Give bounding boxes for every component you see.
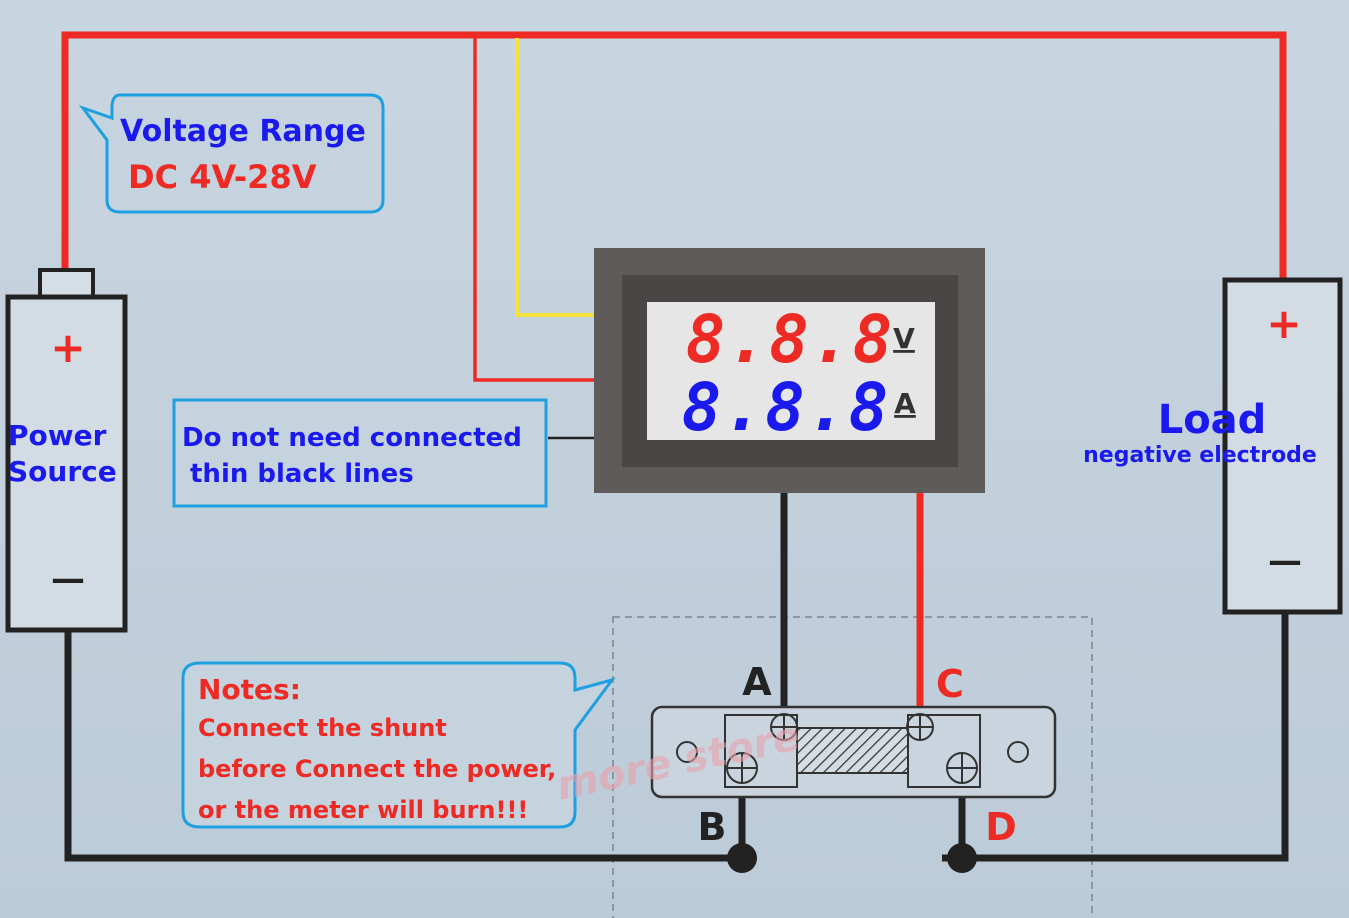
junction-b: [727, 843, 757, 873]
notes-line-2: before Connect the power,: [198, 755, 556, 783]
wire-negative-source: [64, 630, 742, 862]
current-display: 8.8.8: [682, 369, 891, 446]
terminal-a-label: A: [742, 660, 772, 704]
voltage-display: 8.8.8: [686, 301, 895, 378]
load-label: Load: [1158, 397, 1267, 443]
terminal-c-label: C: [936, 662, 964, 706]
notes-callout: Notes: Connect the shunt before Connect …: [181, 661, 616, 829]
load-sublabel: negative electrode: [1083, 443, 1317, 468]
terminal-d-label: D: [985, 805, 1017, 849]
current-unit: A: [894, 387, 916, 420]
wire-negative-load: [942, 612, 1289, 862]
power-source-plus: +: [50, 323, 85, 372]
junction-d: [947, 843, 977, 873]
notes-title: Notes:: [198, 673, 301, 706]
load-plus: +: [1266, 299, 1301, 348]
voltage-range-callout: Voltage Range DC 4V-28V: [78, 93, 385, 214]
wire-thin-red: [473, 35, 594, 382]
load-block: + — Load negative electrode: [1083, 277, 1343, 615]
voltmeter-ammeter: 8.8.8 V 8.8.8 A: [594, 248, 985, 493]
voltage-range-title: Voltage Range: [120, 114, 366, 149]
voltage-unit: V: [893, 322, 915, 355]
terminal-b-label: B: [698, 805, 727, 849]
notes-line-1: Connect the shunt: [198, 714, 447, 742]
shunt-dashed-boundary: [612, 616, 1093, 918]
power-source-label-1: Power: [8, 419, 107, 452]
thin-lines-text-1: Do not need connected: [182, 423, 522, 453]
voltage-range-value: DC 4V-28V: [128, 158, 317, 196]
power-source-minus: —: [51, 559, 85, 599]
load-minus: —: [1268, 541, 1302, 581]
wire-positive-main: [61, 31, 1287, 280]
thin-lines-callout: Do not need connected thin black lines: [172, 398, 548, 508]
wire-yellow: [515, 38, 594, 317]
notes-line-3: or the meter will burn!!!: [198, 796, 528, 824]
thin-lines-text-2: thin black lines: [190, 459, 414, 489]
power-source-battery: + — Power Source: [5, 268, 128, 633]
power-source-label-2: Source: [8, 455, 117, 488]
shunt-resistor: A C B D: [650, 660, 1057, 849]
